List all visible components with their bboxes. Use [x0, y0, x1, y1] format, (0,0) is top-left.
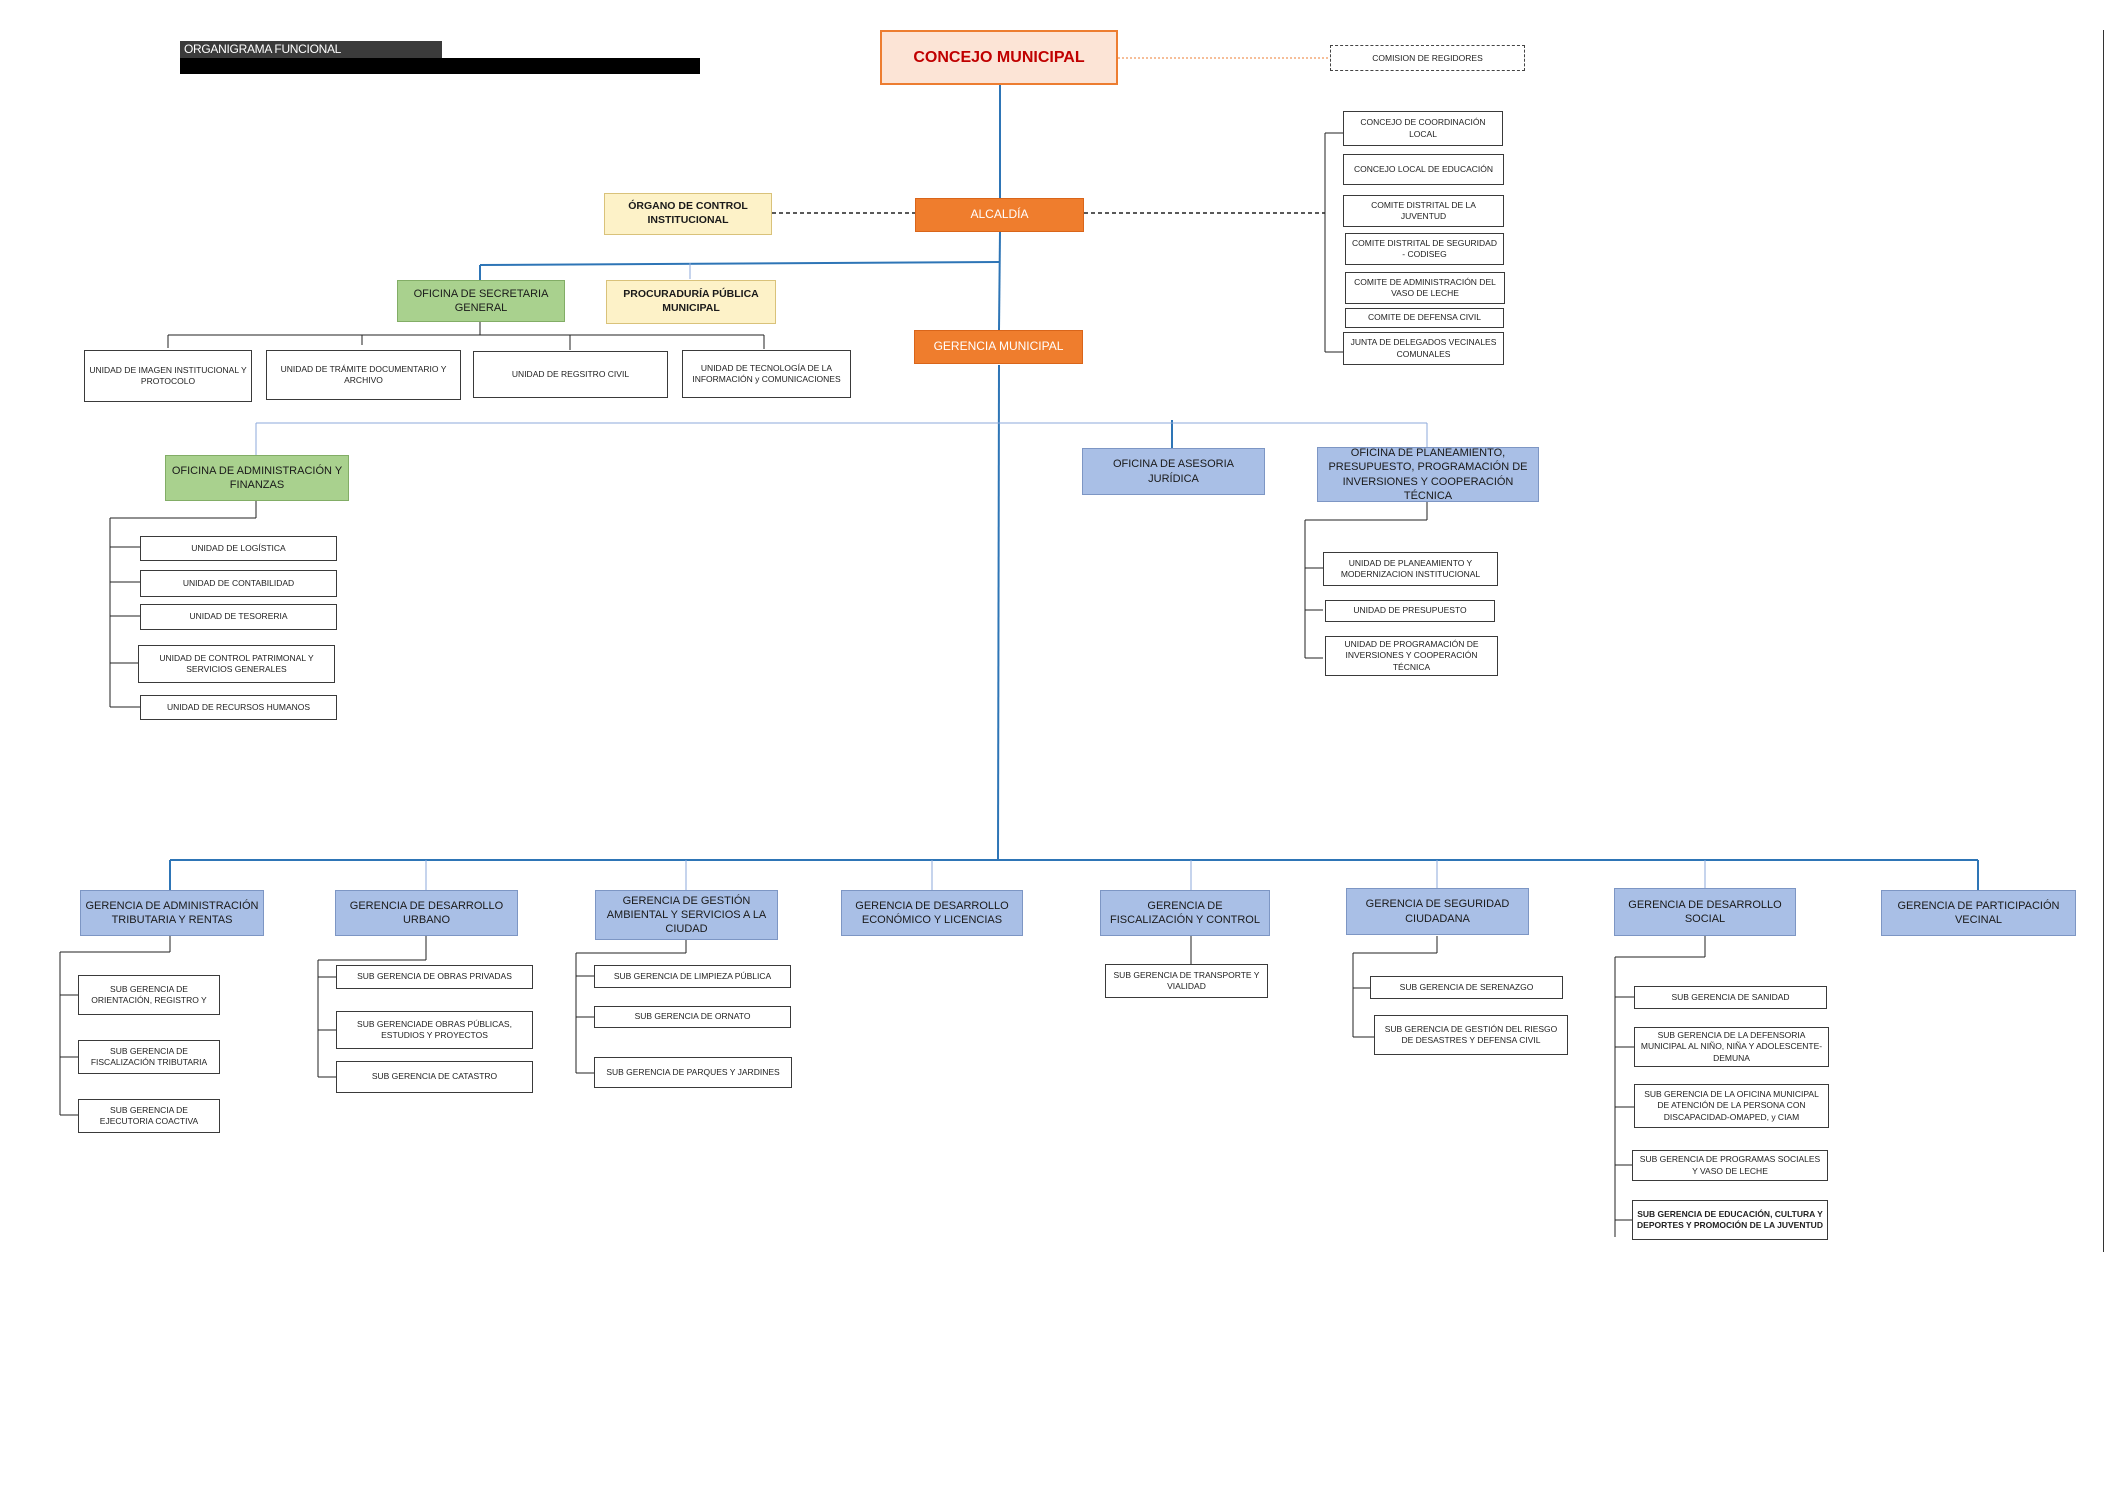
unit-box: UNIDAD DE CONTROL PATRIMONAL Y SERVICIOS…: [138, 645, 335, 683]
committee-box: JUNTA DE DELEGADOS VECINALES COMUNALES: [1343, 332, 1504, 365]
unit-box: UNIDAD DE PROGRAMACIÓN DE INVERSIONES Y …: [1325, 636, 1498, 676]
unit-box: UNIDAD DE TRÁMITE DOCUMENTARIO Y ARCHIVO: [266, 350, 461, 400]
subgerencia-box: SUB GERENCIA DE SERENAZGO: [1370, 976, 1563, 999]
subgerencia-box: SUB GERENCIA DE SANIDAD: [1634, 986, 1827, 1009]
unit-box: UNIDAD DE RECURSOS HUMANOS: [140, 695, 337, 720]
subgerencia-box: SUB GERENCIA DE LA OFICINA MUNICIPAL DE …: [1634, 1084, 1829, 1128]
alcaldia-box: ALCALDÍA: [915, 198, 1084, 232]
unit-box: UNIDAD DE LOGÍSTICA: [140, 536, 337, 561]
unit-box: UNIDAD DE REGSITRO CIVIL: [473, 351, 668, 398]
committee-box: COMITE DISTRITAL DE LA JUVENTUD: [1343, 195, 1504, 227]
subgerencia-box: SUB GERENCIA DE FISCALIZACIÓN TRIBUTARIA: [78, 1040, 220, 1074]
procuraduria-box: PROCURADURÍA PÚBLICA MUNICIPAL: [606, 280, 776, 324]
title-bar: [180, 58, 700, 74]
subgerencia-box: SUB GERENCIA DE OBRAS PRIVADAS: [336, 965, 533, 989]
subgerencia-box: SUB GERENCIA DE GESTIÓN DEL RIESGO DE DE…: [1374, 1015, 1568, 1055]
subgerencia-box: SUB GERENCIADE OBRAS PÚBLICAS, ESTUDIOS …: [336, 1011, 533, 1049]
unit-box: UNIDAD DE CONTABILIDAD: [140, 570, 337, 597]
committee-box: CONCEJO DE COORDINACIÓN LOCAL: [1343, 111, 1503, 146]
unit-box: UNIDAD DE TESORERIA: [140, 604, 337, 630]
gerencia-box: GERENCIA DE DESARROLLO ECONÓMICO Y LICEN…: [841, 890, 1023, 936]
unit-box: UNIDAD DE TECNOLOGÍA DE LA INFORMACIÓN y…: [682, 350, 851, 398]
subgerencia-box: SUB GERENCIA DE ORIENTACIÓN, REGISTRO Y: [78, 975, 220, 1015]
page-border-line: [2103, 30, 2104, 1252]
subgerencia-box: SUB GERENCIA DE CATASTRO: [336, 1061, 533, 1093]
subgerencia-box: SUB GERENCIA DE EJECUTORIA COACTIVA: [78, 1099, 220, 1133]
comision-regidores-box: COMISION DE REGIDORES: [1330, 45, 1525, 71]
subgerencia-box: SUB GERENCIA DE PARQUES Y JARDINES: [594, 1057, 792, 1088]
gerencia-box: GERENCIA DE PARTICIPACIÓN VECINAL: [1881, 890, 2076, 936]
committee-box: COMITE DE DEFENSA CIVIL: [1345, 308, 1504, 328]
unit-box: UNIDAD DE PLANEAMIENTO Y MODERNIZACION I…: [1323, 552, 1498, 586]
subgerencia-box: SUB GERENCIA DE TRANSPORTE Y VIALIDAD: [1105, 964, 1268, 998]
secretaria-general-box: OFICINA DE SECRETARIA GENERAL: [397, 280, 565, 322]
planeamiento-box: OFICINA DE PLANEAMIENTO, PRESUPUESTO, PR…: [1317, 447, 1539, 502]
page-title: ORGANIGRAMA FUNCIONAL: [180, 41, 442, 58]
subgerencia-box: SUB GERENCIA DE LA DEFENSORIA MUNICIPAL …: [1634, 1027, 1829, 1067]
asesoria-juridica-box: OFICINA DE ASESORIA JURÍDICA: [1082, 448, 1265, 495]
gerencia-box: GERENCIA DE SEGURIDAD CIUDADANA: [1346, 888, 1529, 935]
gerencia-box: GERENCIA DE DESARROLLO SOCIAL: [1614, 888, 1796, 936]
committee-box: CONCEJO LOCAL DE EDUCACIÓN: [1343, 154, 1504, 185]
gerencia-municipal-box: GERENCIA MUNICIPAL: [914, 330, 1083, 364]
gerencia-box: GERENCIA DE GESTIÓN AMBIENTAL Y SERVICIO…: [595, 890, 778, 940]
subgerencia-box: SUB GERENCIA DE PROGRAMAS SOCIALES Y VAS…: [1632, 1150, 1828, 1181]
unit-box: UNIDAD DE PRESUPUESTO: [1325, 600, 1495, 622]
subgerencia-box: SUB GERENCIA DE EDUCACIÓN, CULTURA Y DEP…: [1632, 1200, 1828, 1240]
admin-finanzas-box: OFICINA DE ADMINISTRACIÓN Y FINANZAS: [165, 455, 349, 501]
committee-box: COMITE DISTRITAL DE SEGURIDAD - CODISEG: [1345, 233, 1504, 265]
subgerencia-box: SUB GERENCIA DE LIMPIEZA PÚBLICA: [594, 965, 791, 988]
committee-box: COMITE DE ADMINISTRACIÓN DEL VASO DE LEC…: [1345, 272, 1505, 304]
unit-box: UNIDAD DE IMAGEN INSTITUCIONAL Y PROTOCO…: [84, 350, 252, 402]
gerencia-box: GERENCIA DE ADMINISTRACIÓN TRIBUTARIA Y …: [80, 890, 264, 936]
organo-control-box: ÓRGANO DE CONTROL INSTITUCIONAL: [604, 193, 772, 235]
subgerencia-box: SUB GERENCIA DE ORNATO: [594, 1006, 791, 1028]
gerencia-box: GERENCIA DE DESARROLLO URBANO: [335, 890, 518, 936]
concejo-municipal-box: CONCEJO MUNICIPAL: [880, 30, 1118, 85]
gerencia-box: GERENCIA DE FISCALIZACIÓN Y CONTROL: [1100, 890, 1270, 936]
